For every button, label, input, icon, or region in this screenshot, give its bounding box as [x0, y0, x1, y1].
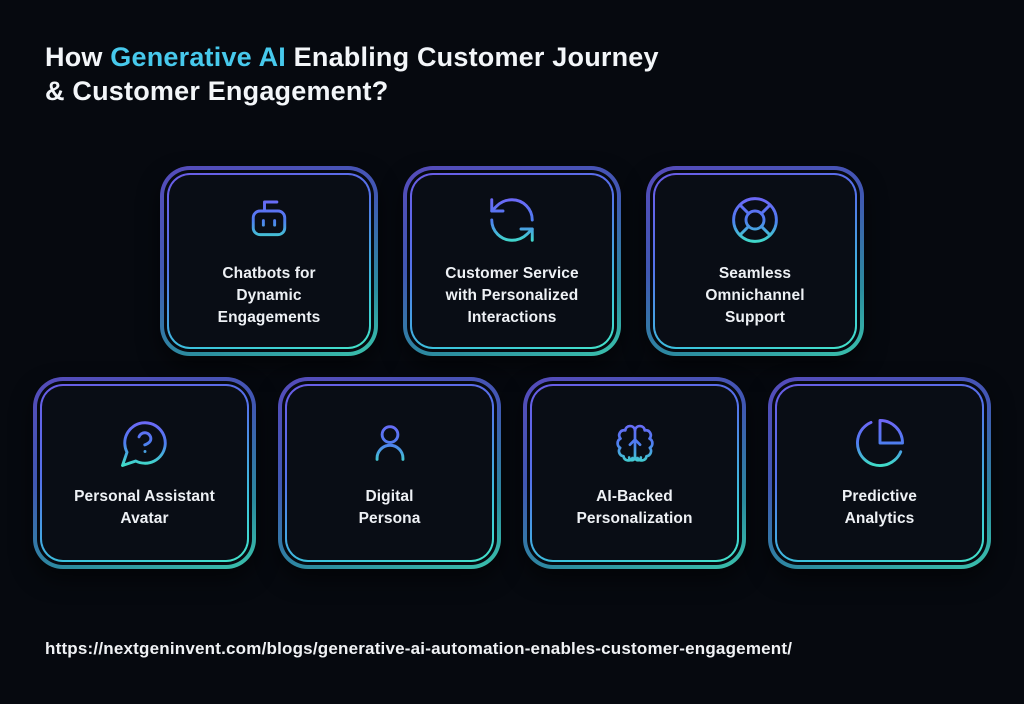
page-title: How Generative AI Enabling Customer Jour…	[0, 0, 1024, 108]
card-label: Predictive Analytics	[841, 488, 918, 527]
card-label: Customer Service with Personalized Inter…	[445, 265, 579, 326]
card-ai-personalization: AI-Backed Personalization	[523, 377, 746, 569]
card-predictive-analytics: Predictive Analytics	[768, 377, 991, 569]
source-url: https://nextgeninvent.com/blogs/generati…	[45, 639, 793, 658]
card-omnichannel: Seamless Omnichannel Support	[646, 166, 864, 356]
card-customer-service: Customer Service with Personalized Inter…	[403, 166, 621, 356]
brain-icon	[615, 424, 654, 462]
card-label: Seamless Omnichannel Support	[705, 265, 805, 326]
card-digital-persona: Digital Persona	[278, 377, 501, 569]
lifebuoy-icon	[732, 197, 778, 243]
title-rest: Enabling Customer Journey & Customer Eng…	[45, 42, 659, 106]
chat-question-icon	[120, 421, 167, 467]
chatbot-icon	[251, 200, 287, 237]
user-icon	[375, 425, 404, 461]
title-highlight: Generative AI	[110, 42, 286, 72]
sync-arrows-icon	[490, 198, 534, 242]
card-row-bottom: Personal Assistant Avatar Digital Person…	[0, 377, 1024, 569]
card-row-top: Chatbots for Dynamic Engagements Custome	[0, 166, 1024, 356]
card-label: Personal Assistant Avatar	[74, 488, 215, 527]
card-label: AI-Backed Personalization	[576, 488, 693, 527]
title-prefix: How	[45, 42, 111, 72]
pie-chart-icon	[855, 419, 904, 468]
card-chatbots: Chatbots for Dynamic Engagements	[160, 166, 378, 356]
card-label: Digital Persona	[358, 488, 421, 527]
card-label: Chatbots for Dynamic Engagements	[217, 265, 321, 326]
card-personal-assistant: Personal Assistant Avatar	[33, 377, 256, 569]
